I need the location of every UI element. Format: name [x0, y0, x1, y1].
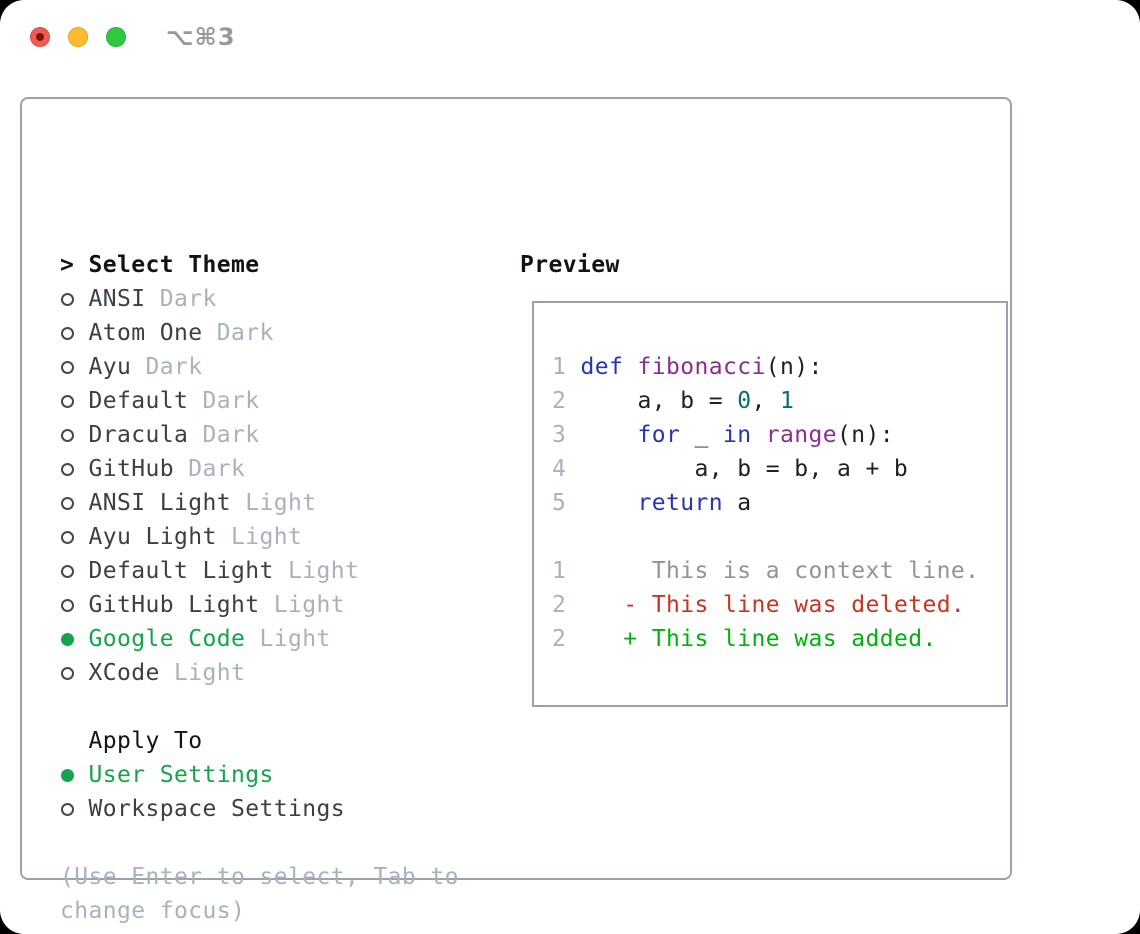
theme-option-label: XCode [88, 660, 160, 686]
theme-variant-tag: Dark [145, 354, 203, 380]
theme-variant-tag: Light [259, 626, 331, 652]
theme-option-default-light[interactable]: Default Light Light [60, 554, 459, 588]
preview-code-line: 1 def fibonacci(n): [552, 354, 823, 380]
theme-variant-tag: Light [287, 558, 360, 584]
radio-icon [60, 326, 89, 340]
close-button[interactable] [30, 27, 50, 47]
maximize-button[interactable] [106, 27, 126, 47]
prompt-icon: > [60, 252, 75, 278]
radio-selected-icon [60, 768, 89, 782]
theme-option-google-code[interactable]: Google Code Light [60, 622, 459, 656]
preview-code-line: 3 for _ in range(n): [552, 422, 894, 448]
hint-line: (Use Enter to select, Tab to [60, 864, 459, 890]
theme-option-label: Atom One [88, 320, 203, 346]
theme-option-ansi-light[interactable]: ANSI Light Light [60, 486, 459, 520]
radio-icon [60, 292, 89, 306]
apply-option-label: Workspace Settings [88, 796, 345, 822]
preview-code-line: 2 - This line was deleted. [552, 592, 966, 618]
theme-variant-tag: Dark [188, 456, 246, 482]
radio-icon [60, 802, 89, 816]
theme-variant-tag: Light [230, 524, 303, 550]
theme-option-dracula[interactable]: Dracula Dark [60, 418, 459, 452]
theme-option-ansi[interactable]: ANSI Dark [60, 282, 459, 316]
preview-code-line: 1 This is a context line. [552, 558, 980, 584]
radio-icon [60, 530, 89, 544]
theme-option-label: Ayu Light [88, 524, 217, 550]
preview-code-line: 2 a, b = 0, 1 [552, 388, 795, 414]
radio-icon [60, 462, 89, 476]
theme-variant-tag: Dark [202, 388, 260, 414]
theme-option-label: Dracula [88, 422, 189, 448]
radio-selected-icon [60, 632, 89, 646]
theme-option-github[interactable]: GitHub Dark [60, 452, 459, 486]
theme-option-atom-one[interactable]: Atom One Dark [60, 316, 459, 350]
select-theme-header: > Select Theme [60, 248, 459, 282]
theme-option-label: Default [88, 388, 189, 414]
theme-option-label: ANSI [88, 286, 146, 312]
radio-icon [60, 496, 89, 510]
preview-title: Preview [520, 252, 620, 278]
theme-option-github-light[interactable]: GitHub Light Light [60, 588, 459, 622]
theme-option-label: Google Code [88, 626, 246, 652]
preview-code-box: 1 def fibonacci(n): 2 a, b = 0, 1 3 for _ … [532, 301, 1008, 707]
apply-to-header: Apply To [60, 724, 459, 758]
theme-variant-tag: Dark [216, 320, 274, 346]
theme-option-xcode[interactable]: XCode Light [60, 656, 459, 690]
preview-code-line [552, 520, 1006, 554]
theme-option-label: GitHub Light [88, 592, 260, 618]
theme-variant-tag: Light [245, 490, 317, 516]
theme-option-default[interactable]: Default Dark [60, 384, 459, 418]
theme-variant-tag: Light [174, 660, 246, 686]
theme-option-label: Ayu [88, 354, 132, 380]
radio-icon [60, 598, 89, 612]
theme-variant-tag: Dark [202, 422, 260, 448]
radio-icon [60, 360, 89, 374]
radio-icon [60, 394, 89, 408]
theme-option-ayu[interactable]: Ayu Dark [60, 350, 459, 384]
apply-to-title: Apply To [88, 728, 203, 754]
window-shortcut-label: ⌥⌘3 [166, 23, 236, 51]
radio-icon [60, 666, 89, 680]
theme-option-ayu-light[interactable]: Ayu Light Light [60, 520, 459, 554]
preview-code-line: 4 a, b = b, a + b [552, 456, 909, 482]
select-theme-title: Select Theme [88, 252, 260, 278]
theme-variant-tag: Dark [159, 286, 217, 312]
apply-option-label: User Settings [88, 762, 274, 788]
preview-code-line: 2 + This line was added. [552, 626, 937, 652]
radio-icon [60, 564, 89, 578]
minimize-button[interactable] [68, 27, 88, 47]
theme-option-label: Default Light [88, 558, 274, 584]
apply-option-workspace-settings[interactable]: Workspace Settings [60, 792, 459, 826]
preview-code-line: 5 return a [552, 490, 752, 516]
apply-option-user-settings[interactable]: User Settings [60, 758, 459, 792]
theme-option-label: GitHub [88, 456, 174, 482]
hint-line: change focus) [60, 898, 246, 924]
theme-variant-tag: Light [273, 592, 345, 618]
theme-option-label: ANSI Light [88, 490, 231, 516]
hint-text: (Use Enter to select, Tab to change focus… [60, 860, 459, 928]
radio-icon [60, 428, 89, 442]
